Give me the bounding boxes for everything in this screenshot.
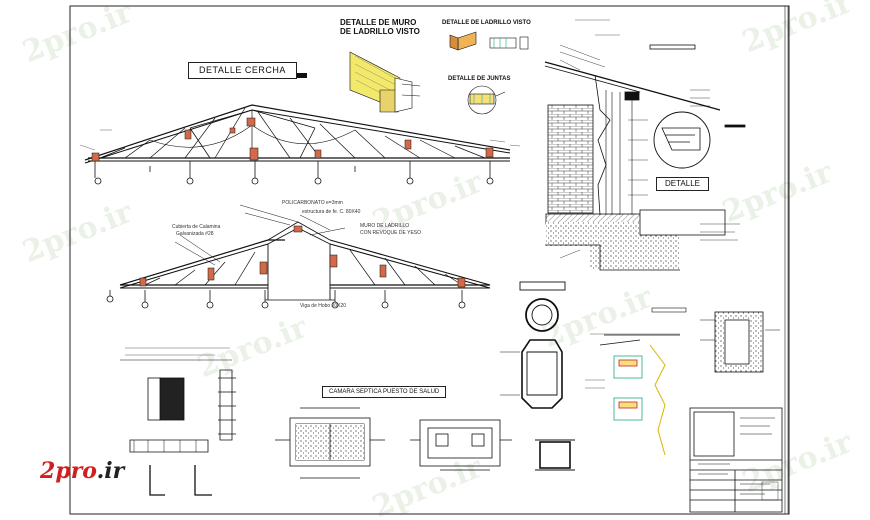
note-revoque: CON REVOQUE DE YESO	[360, 230, 422, 236]
ladrillo-visto-title: DETALLE DE LADRILLO VISTO	[442, 20, 531, 26]
truss-bottom-markers	[106, 290, 466, 309]
wall-section-detail	[544, 44, 746, 271]
truss-nodes-bottom	[139, 225, 466, 288]
truss-section-bottom	[119, 204, 491, 301]
sheet-border	[69, 5, 790, 515]
joint-detail	[467, 85, 506, 115]
note-viga: Viga de Hobo 20X20	[300, 303, 347, 309]
note-policarbonato: POLICARBONATO e=3mm	[282, 200, 343, 206]
note-cubierta: Cubierta de Calamina	[172, 224, 221, 230]
muro-title-line2: DE LADRILLO VISTO	[340, 27, 420, 36]
site-logo: 2pro.ir	[40, 458, 124, 484]
logo-word: pro	[55, 458, 97, 484]
logo-suffix: .ir	[96, 458, 125, 484]
muro-title-line1: DETALLE DE MURO	[340, 18, 417, 27]
note-muro: MURO DE LADRILLO	[360, 223, 410, 229]
inspection-box-detail	[651, 307, 780, 373]
note-estructura: estructura de fe. C. 80X40	[302, 209, 361, 215]
truss-detail-top	[84, 104, 511, 164]
title-block	[689, 407, 783, 513]
note-galvanizada: Galvanizada #28	[176, 231, 214, 237]
manhole-detail	[500, 281, 575, 471]
wall-leaders	[559, 44, 740, 259]
truss-nodes-top	[91, 117, 494, 162]
detalle-title: DETALLE	[656, 177, 709, 191]
logo-prefix: 2	[40, 458, 56, 484]
brick-wall-detail	[349, 51, 421, 113]
detalle-cercha-title: DETALLE CERCHA	[188, 62, 297, 79]
juntas-title: DETALLE DE JUNTAS	[448, 76, 511, 82]
column-detail	[120, 359, 236, 496]
annotation-lines	[79, 19, 680, 389]
brick-detail-small	[449, 31, 529, 51]
camara-title: CAMARA SEPTICA PUESTO DE SALUD	[322, 386, 447, 398]
truss-axis-markers	[94, 161, 494, 185]
pipe-detail	[599, 334, 680, 456]
septic-tank-plan	[275, 407, 512, 479]
